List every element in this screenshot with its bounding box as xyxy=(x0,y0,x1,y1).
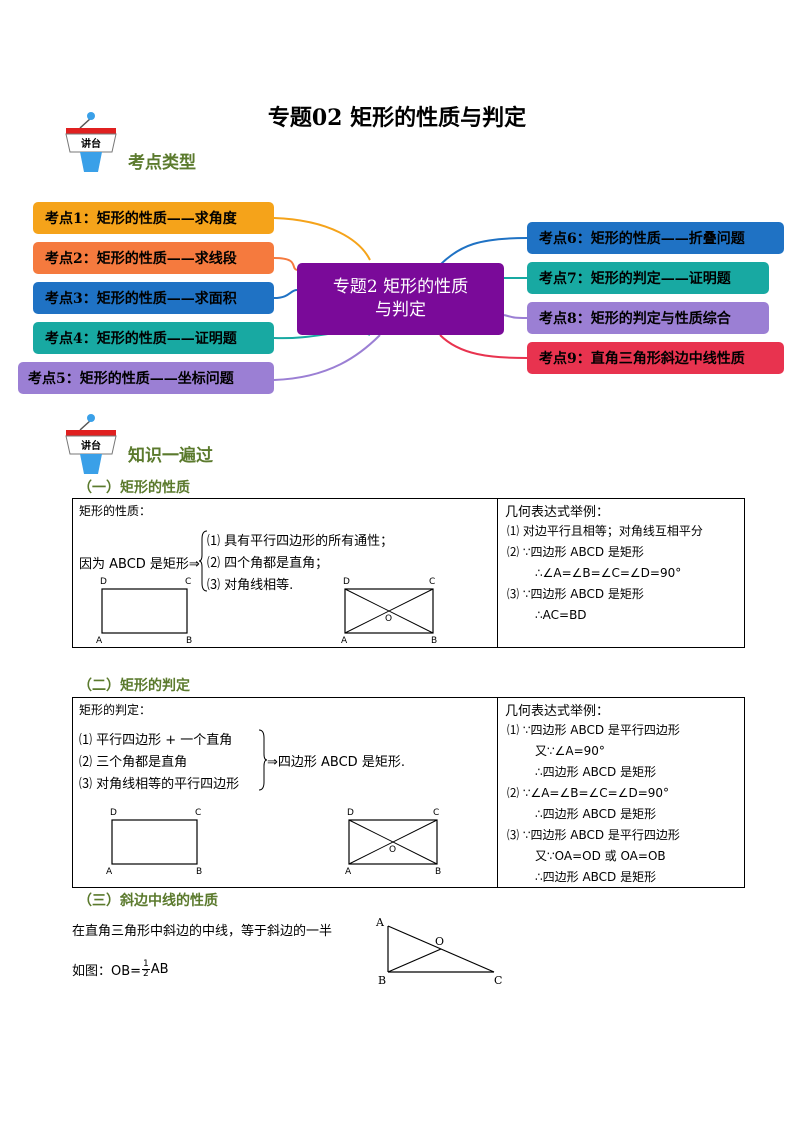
fraction: 1 2 xyxy=(142,959,150,979)
right-brace xyxy=(258,729,267,791)
part2-left-title: 矩形的判定： xyxy=(79,703,152,717)
right-triangle-figure: A O B C xyxy=(375,916,502,987)
section-title-types: 考点类型 xyxy=(128,153,196,173)
part2-right-line-1: ⑴ ∵四边形 ABCD 是平行四边形 xyxy=(507,723,680,737)
part1-right-line-1: ⑴ 对边平行且相等；对角线互相平分 xyxy=(507,524,703,538)
part2-right-line-8: ∴四边形 ABCD 是矩形 xyxy=(535,870,657,884)
mindmap-node-topic-4: 考点4：矩形的性质——证明题 xyxy=(33,322,274,354)
part1-left-title: 矩形的性质： xyxy=(79,504,152,518)
podium-label: 讲台 xyxy=(81,137,101,150)
part1-right-line-5: ∴AC=BD xyxy=(535,608,587,622)
part1-table: 矩形的性质： 因为 ABCD 是矩形⇒ ⑴ 具有平行四边形的所有通性； ⑵ 四个… xyxy=(72,498,745,648)
svg-text:D: D xyxy=(347,808,354,818)
svg-text:A: A xyxy=(341,636,348,645)
svg-text:C: C xyxy=(433,808,439,818)
mindmap-node-topic-6: 考点6：矩形的性质——折叠问题 xyxy=(527,222,784,254)
part1-heading: （一）矩形的性质 xyxy=(78,480,190,496)
svg-text:O: O xyxy=(435,935,444,948)
part1-right-line-4: ⑶ ∵四边形 ABCD 是矩形 xyxy=(507,587,644,601)
svg-text:B: B xyxy=(378,974,386,987)
svg-text:A: A xyxy=(345,867,352,876)
part2-right-line-7: 又∵OA=OD 或 OA=OB xyxy=(535,849,666,863)
svg-text:A: A xyxy=(375,916,385,929)
mindmap-node-topic-5: 考点5：矩形的性质——坐标问题 xyxy=(18,362,274,394)
svg-text:O: O xyxy=(389,845,396,855)
part3-statement: 在直角三角形中斜边的中线，等于斜边的一半 xyxy=(72,924,333,939)
rectangle-figure: D C A B xyxy=(106,808,202,876)
part1-right-title: 几何表达式举例： xyxy=(505,505,610,520)
svg-text:A: A xyxy=(96,636,103,645)
part2-item-2: ⑵ 三个角都是直角 xyxy=(79,755,188,770)
podium-icon: 讲台 xyxy=(60,110,122,174)
part2-item-3: ⑶ 对角线相等的平行四边形 xyxy=(79,777,240,792)
mindmap-node-topic-1: 考点1：矩形的性质——求角度 xyxy=(33,202,274,234)
left-brace xyxy=(199,530,208,592)
part3-heading: （三）斜边中线的性质 xyxy=(78,893,218,909)
svg-text:B: B xyxy=(431,636,437,645)
page-title: 专题02 矩形的性质与判定 xyxy=(267,105,527,131)
svg-text:讲台: 讲台 xyxy=(81,439,101,452)
mindmap-node-topic-8: 考点8：矩形的判定与性质综合 xyxy=(527,302,769,334)
podium-icon: 讲台 xyxy=(60,412,122,476)
rectangle-figure: D C A B xyxy=(96,577,192,645)
part2-right-line-5: ∴四边形 ABCD 是矩形 xyxy=(535,807,657,821)
part2-right-line-2: 又∵∠A=90° xyxy=(535,744,605,758)
mindmap-node-topic-9: 考点9：直角三角形斜边中线性质 xyxy=(527,342,784,374)
part1-item-1: ⑴ 具有平行四边形的所有通性； xyxy=(207,534,394,549)
rectangle-diagonals-figure: D C O A B xyxy=(341,577,437,645)
part2-heading: （二）矩形的判定 xyxy=(78,678,190,694)
svg-text:O: O xyxy=(385,614,392,624)
part2-right-line-3: ∴四边形 ABCD 是矩形 xyxy=(535,765,657,779)
part2-right-title: 几何表达式举例： xyxy=(505,704,610,719)
part1-because: 因为 ABCD 是矩形⇒ xyxy=(79,557,200,572)
part2-table: 矩形的判定： ⑴ 平行四边形 + 一个直角 ⑵ 三个角都是直角 ⑶ 对角线相等的… xyxy=(72,697,745,888)
svg-text:B: B xyxy=(186,636,192,645)
part2-item-1: ⑴ 平行四边形 + 一个直角 xyxy=(79,733,233,748)
svg-text:D: D xyxy=(100,577,107,587)
part2-conclusion: ⇒四边形 ABCD 是矩形. xyxy=(267,755,405,770)
mindmap-node-topic-3: 考点3：矩形的性质——求面积 xyxy=(33,282,274,314)
svg-text:C: C xyxy=(494,974,502,987)
part2-right-line-6: ⑶ ∵四边形 ABCD 是平行四边形 xyxy=(507,828,680,842)
svg-text:C: C xyxy=(195,808,201,818)
svg-text:D: D xyxy=(110,808,117,818)
svg-text:B: B xyxy=(196,867,202,876)
svg-text:C: C xyxy=(185,577,191,587)
svg-text:D: D xyxy=(343,577,350,587)
mindmap-center-node: 专题2 矩形的性质与判定 xyxy=(297,263,504,335)
part2-right-line-4: ⑵ ∵∠A=∠B=∠C=∠D=90° xyxy=(507,786,670,800)
part1-item-3: ⑶ 对角线相等. xyxy=(207,578,294,593)
section-title-knowledge: 知识一遍过 xyxy=(128,446,213,466)
rectangle-diagonals-figure: D C O A B xyxy=(345,808,441,876)
mindmap-node-topic-7: 考点7：矩形的判定——证明题 xyxy=(527,262,769,294)
svg-text:B: B xyxy=(435,867,441,876)
part1-right-line-3: ∴∠A=∠B=∠C=∠D=90° xyxy=(535,566,682,580)
svg-text:A: A xyxy=(106,867,113,876)
svg-text:C: C xyxy=(429,577,435,587)
mindmap-node-topic-2: 考点2：矩形的性质——求线段 xyxy=(33,242,274,274)
part1-right-line-2: ⑵ ∵四边形 ABCD 是矩形 xyxy=(507,545,644,559)
part1-item-2: ⑵ 四个角都是直角； xyxy=(207,556,329,571)
part3-example: 如图：OB= 1 2 AB xyxy=(72,959,169,980)
